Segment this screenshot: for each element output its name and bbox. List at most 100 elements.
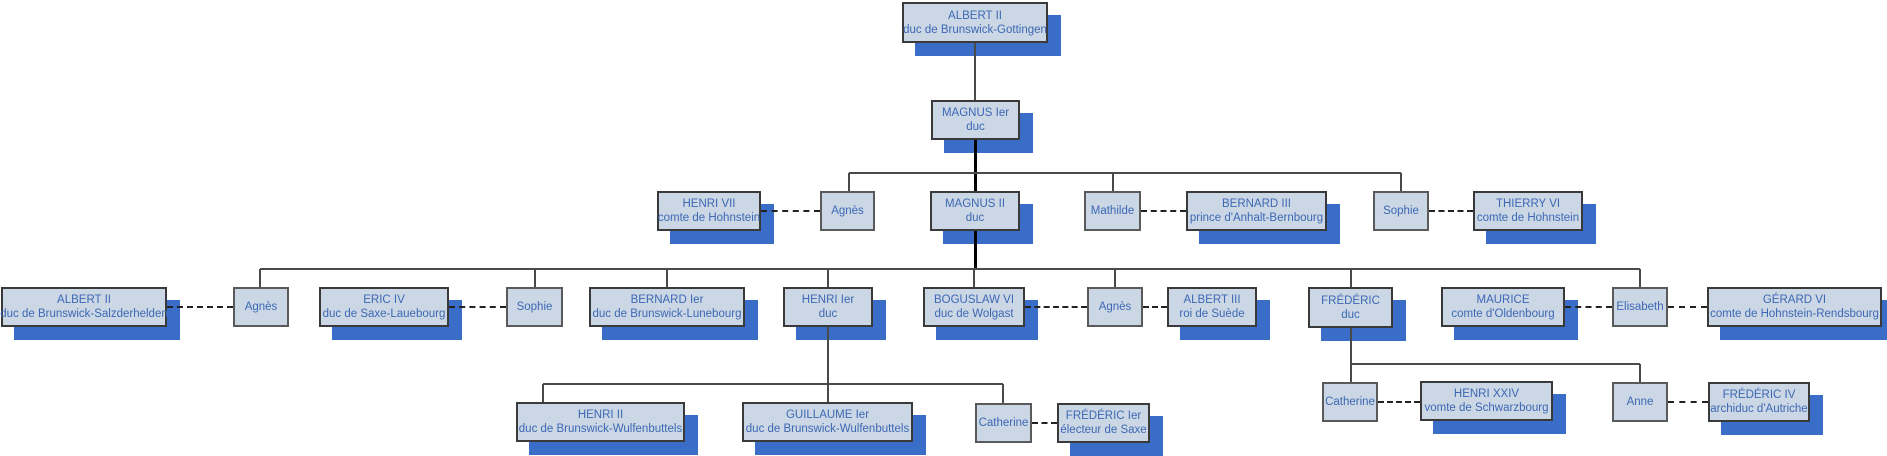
person-title: duc de Saxe-Lauebourg [322, 308, 446, 320]
person-name: MAGNUS Ier [941, 107, 1010, 119]
connector-line [1639, 269, 1641, 288]
marriage-dashed-line [1565, 306, 1612, 308]
connector-line [973, 269, 975, 288]
person-name: Agnès [831, 205, 864, 217]
person-node-albert-iii-roi-de-suede[interactable]: ALBERT III roi de Suède [1167, 287, 1257, 327]
person-title: duc de Brunswick-Wulfenbuttels [518, 423, 683, 435]
connector-line [848, 173, 850, 192]
person-node-thierry-vi-comte-de-hohnstein[interactable]: THIERRY VI comte de Hohnstein [1473, 191, 1583, 231]
connector-line [827, 269, 829, 288]
person-name: BERNARD Ier [630, 294, 704, 306]
person-name: ALBERT III [1183, 294, 1241, 306]
marriage-dashed-line [1378, 401, 1420, 403]
person-node-henri-ier-duc[interactable]: HENRI Ier duc [783, 287, 873, 327]
person-name: THIERRY VI [1495, 198, 1561, 210]
connector-line [534, 269, 536, 288]
person-name: GUILLAUME Ier [785, 409, 870, 421]
connector-line [260, 268, 1640, 270]
person-title: duc de Brunswick-Wulfenbuttels [745, 423, 910, 435]
person-name: FRÉDÉRIC [1321, 294, 1380, 307]
person-name: FRÉDÉRIC Ier [1065, 410, 1142, 422]
person-node-anne[interactable]: Anne [1612, 382, 1668, 422]
connector-line [1350, 269, 1352, 288]
person-title: duc de Brunswick-Gottingen [903, 23, 1047, 36]
person-node-albert-ii-duc-de-brunswick-salzderhelden[interactable]: ALBERT II duc de Brunswick-Salzderhelden [0, 287, 168, 327]
person-title: roi de Suède [1179, 308, 1245, 320]
person-node-agnes[interactable]: Agnès [233, 287, 289, 327]
marriage-dashed-line [761, 210, 820, 212]
connector-line [827, 327, 829, 403]
connector-line [543, 383, 1003, 385]
person-name: HENRI VII [682, 198, 736, 210]
person-name: Anne [1626, 396, 1654, 408]
marriage-dashed-line [1141, 210, 1186, 212]
connector-line [1114, 269, 1116, 288]
person-name: Sophie [1383, 205, 1419, 217]
person-title: duc [966, 121, 985, 133]
person-node-henri-xxiv-vomte-de-schwarzbourg[interactable]: HENRI XXIV vomte de Schwarzbourg [1420, 381, 1553, 421]
connector-line [1112, 173, 1114, 192]
connector-line [259, 269, 261, 288]
person-name: HENRI Ier [801, 294, 855, 306]
person-node-henri-ii-duc-de-brunswick-wulfenbuttels[interactable]: HENRI II duc de Brunswick-Wulfenbuttels [516, 402, 685, 442]
person-node-elisabeth[interactable]: Elisabeth [1612, 287, 1668, 327]
marriage-dashed-line [167, 306, 233, 308]
person-node-agnes[interactable]: Agnès [820, 191, 875, 231]
person-name: HENRI II [577, 409, 624, 421]
person-title: comte de Hohnstein [1476, 212, 1580, 224]
person-name: Catherine [1325, 396, 1375, 408]
person-node-agnes[interactable]: Agnès [1087, 287, 1143, 327]
person-node-frederic-ier-electeur-de-saxe[interactable]: FRÉDÉRIC Ier électeur de Saxe [1057, 403, 1150, 443]
connector-line [1639, 364, 1641, 383]
marriage-dashed-line [1032, 422, 1057, 424]
person-name: Sophie [516, 301, 553, 313]
marriage-dashed-line [1668, 401, 1708, 403]
marriage-dashed-line [1143, 306, 1167, 308]
person-node-sophie[interactable]: Sophie [506, 287, 563, 327]
connector-line [542, 384, 544, 403]
person-name: MAGNUS II [944, 198, 1006, 210]
person-node-mathilde[interactable]: Mathilde [1084, 191, 1141, 231]
person-title: duc de Brunswick-Salzderhelden [0, 308, 168, 320]
person-node-bernard-ier-duc-de-brunswick-lunebourg[interactable]: BERNARD Ier duc de Brunswick-Lunebourg [589, 287, 745, 327]
person-name: BERNARD III [1221, 198, 1291, 210]
marriage-dashed-line [1429, 210, 1473, 212]
person-node-sophie[interactable]: Sophie [1373, 191, 1429, 231]
person-name: HENRI XXIV [1453, 388, 1520, 400]
connector-line [1350, 328, 1352, 383]
marriage-dashed-line [449, 306, 506, 308]
person-title: duc [818, 308, 838, 320]
person-node-henri-vii-comte-de-hohnstein[interactable]: HENRI VII comte de Hohnstein [657, 191, 761, 231]
person-node-magnus-ier-duc[interactable]: MAGNUS Ier duc [931, 100, 1020, 140]
connector-line [1351, 363, 1640, 365]
person-title: duc [1341, 308, 1360, 321]
person-name: ALBERT II [948, 9, 1002, 22]
person-name: ALBERT II [57, 294, 111, 306]
connector-line [849, 172, 1401, 174]
person-name: MAURICE [1476, 294, 1530, 306]
person-name: Agnès [1098, 301, 1132, 313]
person-title: comte de Hohnstein-Rendsbourg [1710, 308, 1879, 320]
person-node-catherine[interactable]: Catherine [1322, 382, 1378, 422]
person-title: duc de Brunswick-Lunebourg [592, 308, 742, 320]
person-name: Agnès [244, 301, 278, 313]
person-node-guillaume-ier-duc-de-brunswick-wulfenbuttels[interactable]: GUILLAUME Ier duc de Brunswick-Wulfenbutt… [742, 402, 913, 442]
person-name: Elisabeth [1616, 301, 1664, 313]
person-title: électeur de Saxe [1060, 424, 1147, 436]
person-node-magnus-ii-duc[interactable]: MAGNUS II duc [930, 191, 1020, 231]
person-title: comte de Hohnstein [657, 212, 761, 224]
connector-line [974, 43, 976, 100]
person-title: vomte de Schwarzbourg [1424, 402, 1549, 414]
person-node-catherine[interactable]: Catherine [975, 403, 1032, 443]
person-name: Catherine [978, 417, 1029, 429]
person-title: duc [965, 212, 985, 224]
